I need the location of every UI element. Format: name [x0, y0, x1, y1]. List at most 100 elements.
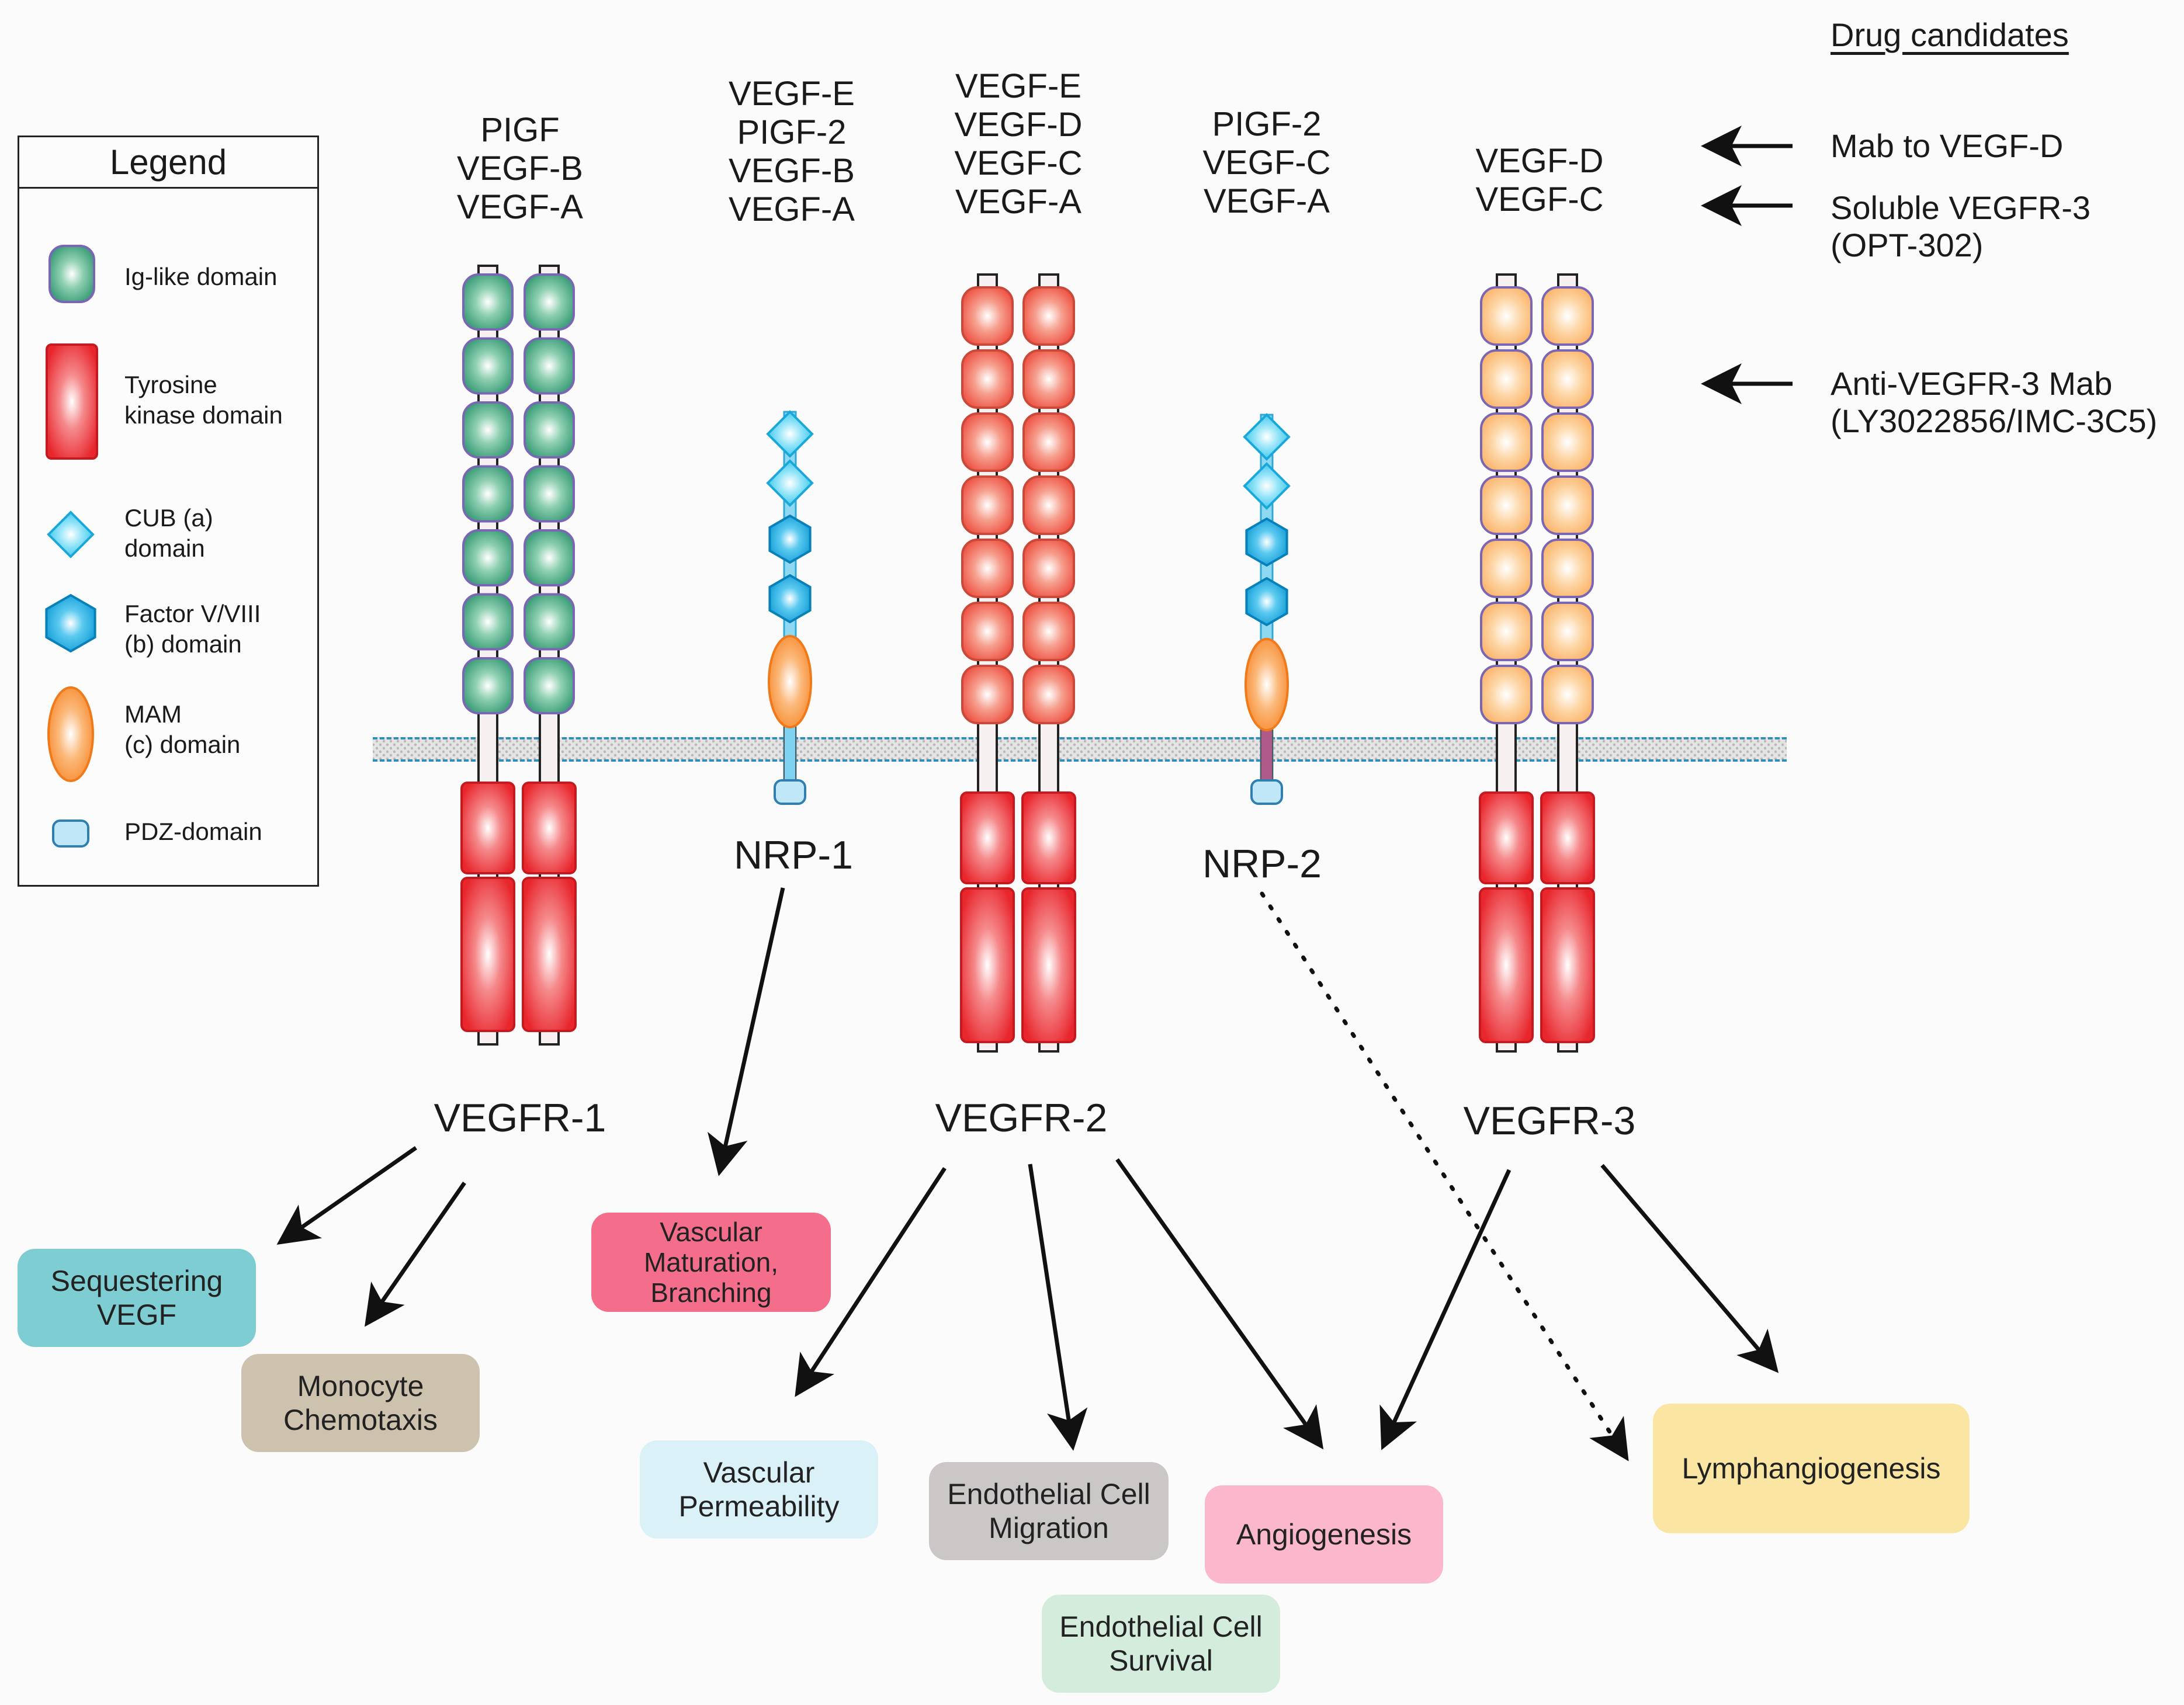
legend-panel: Legend Ig-like domain Tyrosine kinase do… — [18, 136, 319, 887]
nrp1-cub-domain-1 — [766, 410, 814, 458]
vegfr2-strand-1-ig-domain — [961, 665, 1014, 724]
vegfr3-strand-1-ig-domain — [1480, 286, 1533, 346]
ig-like-domain-icon — [48, 245, 95, 303]
tyrosine-kinase-domain-icon — [46, 343, 98, 460]
vegfr2-strand-2-ig-domain — [1022, 349, 1075, 409]
pdz-domain-icon — [52, 819, 89, 848]
outcome-sequestering-vegf: Sequestering VEGF — [18, 1249, 256, 1347]
vegfr1-strand-2-kinase-domain-1 — [522, 782, 577, 874]
vegfr2-strand-1-ig-domain — [961, 349, 1014, 409]
vegfr2-strand-2-ig-domain — [1022, 475, 1075, 535]
arrow-vegfr3-lymphangiogenesis — [1600, 1164, 1779, 1373]
arrow-vegfr3-angiogenesis — [1379, 1169, 1512, 1450]
vegfr2-strand-2-kinase-domain-1 — [1021, 791, 1076, 884]
outcome-lymphangiogenesis: Lymphangiogenesis — [1653, 1404, 1970, 1533]
outcome-monocyte-chemotaxis: Monocyte Chemotaxis — [241, 1354, 480, 1452]
vegfr3-strand-2-ig-domain — [1541, 475, 1594, 535]
outcome-endothelial-survival: Endothelial Cell Survival — [1042, 1595, 1280, 1693]
vegfr2-strand-2-ig-domain — [1022, 412, 1075, 472]
mam-domain-icon — [47, 686, 94, 782]
vegfr1-strand-1-ig-domain — [462, 401, 514, 459]
nrp1-pdz-domain — [774, 779, 806, 805]
arrow-vegfr2-permeability — [795, 1167, 947, 1397]
legend-item-ig-like-label: Ig-like domain — [124, 263, 278, 290]
vegfr2-strand-2-ig-domain — [1022, 286, 1075, 346]
vegfr2-strand-2-kinase-domain-2 — [1021, 887, 1076, 1043]
arrow-nrp1-maturation — [708, 887, 785, 1176]
legend-icons — [45, 245, 98, 848]
outcome-endothelial-migration: Endothelial Cell Migration — [929, 1462, 1169, 1560]
vegfr3-strand-2-ig-domain — [1541, 602, 1594, 661]
vegfr3-strand-1-ig-domain — [1480, 349, 1533, 409]
vegfr3-strand-2-ig-domain — [1541, 665, 1594, 724]
legend-item-cub-label: CUB (a) domain — [124, 504, 213, 562]
vegfr1-ligands: PIGF VEGF-B VEGF-A — [457, 111, 583, 226]
vegfr1-strand-2-kinase-domain-2 — [522, 877, 577, 1032]
nrp1-label: NRP-1 — [733, 833, 854, 877]
vegfr3-strand-1-kinase-domain-2 — [1479, 887, 1534, 1043]
nrp2-pdz-domain — [1250, 779, 1283, 805]
vegfr1-strand-2-ig-domain — [524, 273, 575, 331]
legend-item-factor-label: Factor V/VIII (b) domain — [124, 600, 261, 658]
vegfr1-strand-1-ig-domain — [462, 273, 514, 331]
nrp1-mam-domain — [768, 635, 812, 728]
nrp1-ligands: VEGF-E PIGF-2 VEGF-B VEGF-A — [729, 75, 855, 228]
vegfr3-strand-1-ig-domain — [1480, 602, 1533, 661]
vegfr3-strand-2-kinase-domain-2 — [1540, 887, 1595, 1043]
outcome-vascular-permeability: Vascular Permeability — [640, 1440, 878, 1539]
vegfr1-strand-2-ig-domain — [524, 657, 575, 714]
vegfr1-strand-1-ig-domain — [462, 465, 514, 523]
nrp2-cub-domain-1 — [1243, 413, 1291, 461]
vegfr3-label: VEGFR-3 — [1463, 1099, 1636, 1143]
outcome-angiogenesis: Angiogenesis — [1205, 1485, 1443, 1584]
nrp2-factor-domain-2 — [1245, 577, 1288, 627]
arrow-nrp2-lymphangiogenesis — [1260, 891, 1629, 1461]
vegfr3-strand-1-ig-domain — [1480, 412, 1533, 472]
vegfr3-strand-2-ig-domain — [1541, 412, 1594, 472]
vegfr1-label: VEGFR-1 — [434, 1096, 606, 1140]
vegfr1-strand-1-ig-domain — [462, 529, 514, 586]
legend-item-pdz-label: PDZ-domain — [124, 818, 262, 845]
vegfr1-strand-1-kinase-domain-1 — [460, 782, 515, 874]
arrow-vegfr1-sequestering — [276, 1146, 417, 1245]
vegfr2-strand-1-ig-domain — [961, 539, 1014, 598]
vegfr2-strand-2-ig-domain — [1022, 665, 1075, 724]
vegfr1-strand-2-ig-domain — [524, 529, 575, 586]
vegfr2-strand-1-kinase-domain-2 — [960, 887, 1015, 1043]
drug-soluble-vegfr3: Soluble VEGFR-3 (OPT-302) — [1831, 189, 2091, 263]
vegfr3-strand-1-ig-domain — [1480, 665, 1533, 724]
vegfr2-ligands: VEGF-E VEGF-D VEGF-C VEGF-A — [954, 67, 1083, 221]
nrp1-factor-domain-2 — [768, 574, 812, 624]
vegfr1-strand-2-ig-domain — [524, 337, 575, 395]
vegfr2-strand-1-kinase-domain-1 — [960, 791, 1015, 884]
vegfr3-strand-2-ig-domain — [1541, 539, 1594, 598]
vegfr2-strand-1-ig-domain — [961, 602, 1014, 661]
vegfr2-strand-1-ig-domain — [961, 286, 1014, 346]
nrp1-receptor — [766, 410, 814, 805]
vegfr2-label: VEGFR-2 — [935, 1096, 1108, 1140]
cell-membrane — [373, 737, 1787, 762]
vegfr3-strand-1-ig-domain — [1480, 475, 1533, 535]
vegfr1-strand-1-kinase-domain-2 — [460, 877, 515, 1032]
vegfr3-receptor — [1479, 273, 1595, 1053]
cub-domain-icon — [47, 511, 95, 558]
vegfr3-strand-1-kinase-domain-1 — [1479, 791, 1534, 884]
vegfr1-strand-2-ig-domain — [524, 401, 575, 459]
vegfr1-strand-1-ig-domain — [462, 337, 514, 395]
vegfr3-ligands: VEGF-D VEGF-C — [1475, 142, 1604, 218]
legend-item-mam-label: MAM (c) domain — [124, 700, 241, 758]
drug-candidates-title: Drug candidates — [1831, 16, 2069, 53]
nrp1-factor-domain-1 — [768, 514, 812, 564]
vegfr1-strand-2-ig-domain — [524, 593, 575, 651]
vegfr2-strand-1-ig-domain — [961, 475, 1014, 535]
vegfr1-strand-1-ig-domain — [462, 657, 514, 714]
arrow-vegfr1-monocyte — [365, 1182, 466, 1327]
nrp2-receptor — [1243, 413, 1291, 805]
nrp2-ligands: PIGF-2 VEGF-C VEGF-A — [1202, 105, 1331, 220]
nrp2-factor-domain-1 — [1245, 517, 1288, 567]
vegfr3-strand-2-ig-domain — [1541, 286, 1594, 346]
vegfr2-receptor — [960, 273, 1076, 1053]
nrp1-transmembrane — [784, 721, 796, 783]
drug-anti-vegfr3-mab: Anti-VEGFR-3 Mab (LY3022856/IMC-3C5) — [1831, 365, 2158, 439]
